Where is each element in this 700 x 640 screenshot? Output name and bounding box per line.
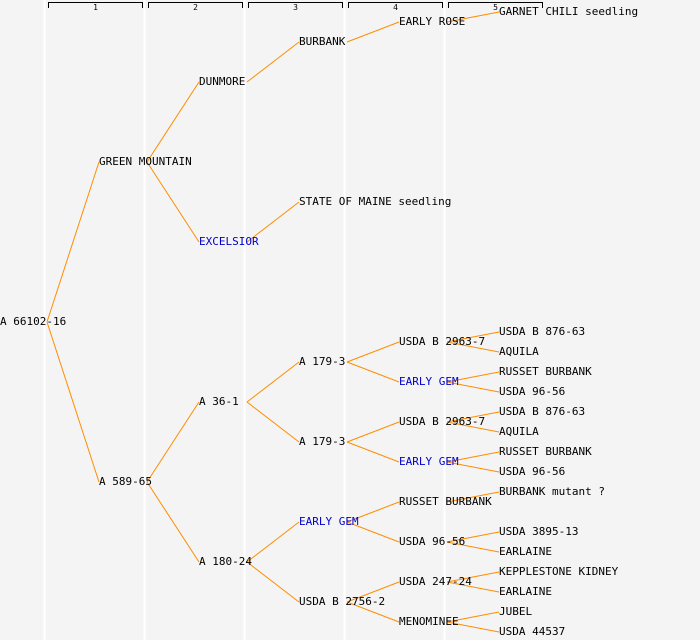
- ancestor-node: AQUILA: [499, 345, 539, 358]
- parent-connector: [446, 451, 500, 463]
- parent-connector: [446, 341, 500, 353]
- ancestor-node: USDA 247-24: [399, 575, 472, 588]
- parent-connector: [246, 401, 300, 443]
- ancestor-node: RUSSET BURBANK: [399, 495, 492, 508]
- ancestor-node: USDA B 876-63: [499, 325, 586, 338]
- parent-connector: [446, 621, 500, 633]
- generation-number: 1: [93, 3, 98, 12]
- ancestor-node: USDA B 876-63: [499, 405, 586, 418]
- ancestor-node: EARLAINE: [499, 545, 552, 558]
- ancestor-node: USDA B 2963-7: [399, 415, 486, 428]
- parent-connector: [446, 571, 500, 583]
- parent-connector: [346, 501, 400, 523]
- parent-connector: [446, 531, 500, 543]
- ancestor-node: DUNMORE: [199, 75, 246, 88]
- parent-connector: [46, 161, 100, 323]
- ancestor-node[interactable]: EARLY GEM: [399, 455, 459, 468]
- parent-connector: [46, 321, 100, 483]
- generation-number: 3: [293, 3, 298, 12]
- parent-connector: [446, 541, 500, 553]
- ancestor-node: EARLY ROSE: [399, 15, 466, 28]
- ancestor-node: STATE OF MAINE seedling: [299, 195, 452, 208]
- ancestor-node: JUBEL: [499, 605, 533, 618]
- parent-connector: [446, 491, 500, 503]
- generation-header: 4: [348, 2, 443, 12]
- parent-connector: [246, 521, 300, 563]
- ancestor-node: EARLAINE: [499, 585, 552, 598]
- parent-connector: [446, 371, 500, 383]
- ancestor-node[interactable]: EXCELSIOR: [199, 235, 259, 248]
- ancestor-node: USDA B 2963-7: [399, 335, 486, 348]
- ancestor-node[interactable]: EARLY GEM: [299, 515, 359, 528]
- ancestor-node: RUSSET BURBANK: [499, 365, 592, 378]
- ancestor-node: A 179-3: [299, 435, 346, 448]
- parent-connector: [446, 411, 500, 423]
- ancestor-node: RUSSET BURBANK: [499, 445, 592, 458]
- parent-connector: [446, 381, 500, 393]
- parent-connector: [146, 401, 200, 483]
- ancestor-node: USDA 96-56: [399, 535, 466, 548]
- parent-connector: [346, 341, 400, 363]
- generation-number: 2: [193, 3, 198, 12]
- generation-number: 5: [493, 3, 498, 12]
- parent-connector: [346, 601, 400, 623]
- ancestor-node: USDA 3895-13: [499, 525, 579, 538]
- ancestor-node: MENOMINEE: [399, 615, 459, 628]
- ancestor-node: A 180-24: [199, 555, 252, 568]
- parent-connector: [246, 201, 300, 243]
- parent-connector: [446, 611, 500, 623]
- parent-connector: [346, 581, 400, 603]
- parent-connector: [446, 421, 500, 433]
- parent-connector: [146, 81, 200, 163]
- root-cultivar: A 66102-16: [0, 315, 67, 328]
- ancestor-node: USDA 96-56: [499, 465, 566, 478]
- generation-number: 4: [393, 3, 398, 12]
- parent-connector: [346, 441, 400, 463]
- parent-connector: [346, 521, 400, 543]
- ancestor-node: A 179-3: [299, 355, 346, 368]
- parent-connector: [246, 41, 300, 83]
- ancestor-node: BURBANK: [299, 35, 346, 48]
- parent-connector: [346, 361, 400, 383]
- ancestor-node: KEPPLESTONE KIDNEY: [499, 565, 619, 578]
- ancestor-node[interactable]: EARLY GEM: [399, 375, 459, 388]
- generation-header: 5: [448, 2, 543, 12]
- parent-connector: [346, 21, 400, 43]
- parent-connector: [246, 361, 300, 403]
- generation-header: 1: [48, 2, 143, 12]
- ancestor-node: BURBANK mutant ?: [499, 485, 605, 498]
- parent-connector: [446, 331, 500, 343]
- ancestor-node: A 589-65: [99, 475, 152, 488]
- parent-connector: [146, 161, 200, 243]
- parent-connector: [246, 561, 300, 603]
- ancestor-node: USDA B 2756-2: [299, 595, 386, 608]
- ancestor-node: A 36-1: [199, 395, 239, 408]
- parent-connector: [446, 461, 500, 473]
- ancestor-node: GREEN MOUNTAIN: [99, 155, 192, 168]
- generation-header: 3: [248, 2, 343, 12]
- parent-connector: [346, 421, 400, 443]
- ancestor-node: GARNET CHILI seedling: [499, 5, 639, 18]
- parent-connector: [446, 11, 500, 23]
- parent-connector: [446, 581, 500, 593]
- parent-connector: [146, 481, 200, 563]
- ancestor-node: USDA 44537: [499, 625, 566, 638]
- generation-header: 2: [148, 2, 243, 12]
- ancestor-node: AQUILA: [499, 425, 539, 438]
- ancestor-node: USDA 96-56: [499, 385, 566, 398]
